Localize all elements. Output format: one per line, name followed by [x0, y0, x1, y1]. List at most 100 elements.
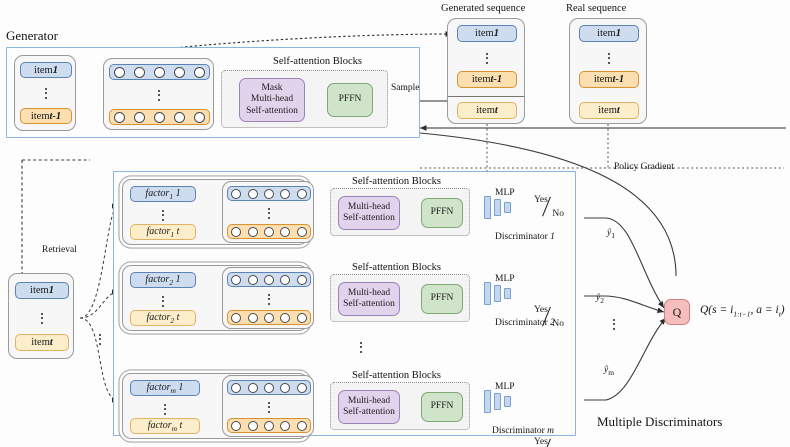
d2-factor-last-text: factor2 t — [146, 311, 180, 325]
embedding-circle — [296, 382, 307, 393]
embedding-circle — [263, 382, 274, 393]
d1-attention-caption: Self-attention Blocks — [352, 176, 441, 187]
generator-input-ellipsis — [42, 85, 50, 101]
generator-embedding-panel — [103, 58, 214, 130]
generator-attention-caption: Self-attention Blocks — [273, 56, 362, 67]
embedding-circle — [193, 66, 205, 78]
generator-input-first-item: item 1 — [20, 62, 72, 78]
dm-pffn-block: PFFN — [421, 392, 463, 422]
generated-seq-divider — [448, 96, 524, 97]
embedding-circle — [280, 382, 291, 393]
d1-yes-label: Yes — [534, 195, 548, 205]
mlp-bar — [504, 395, 511, 407]
embedding-circle — [263, 226, 274, 237]
embedding-circle — [114, 66, 126, 78]
embedding-circle — [296, 274, 307, 285]
mlp-bar — [494, 392, 501, 410]
generator-embedding-row-bottom — [109, 109, 210, 125]
embedding-circle — [247, 188, 258, 199]
d2-mlp-label: MLP — [495, 274, 515, 284]
embedding-circle — [193, 111, 205, 123]
real-seq-ellipsis — [605, 50, 613, 66]
embedding-circle — [263, 274, 274, 285]
d1-mlp-label: MLP — [495, 188, 515, 198]
mlp-bar — [504, 287, 511, 299]
d2-embedding-row-bottom — [227, 310, 311, 325]
user-sequence-box: item 1 item t — [8, 273, 74, 359]
discriminator-m-embedding-panel — [222, 375, 314, 437]
embedding-circle — [114, 111, 126, 123]
user-seq-first-item: item 1 — [15, 282, 69, 299]
embedding-circle — [280, 226, 291, 237]
discriminator-1-embedding-panel — [222, 181, 314, 243]
dm-att-l2: Self-attention — [343, 407, 395, 417]
d2-attention-block-group: Multi-head Self-attention PFFN — [330, 274, 470, 322]
dm-embedding-row-top — [227, 380, 311, 395]
d1-factor-first-text: factor1 1 — [145, 187, 181, 201]
generated-sequence-title: Generated sequence — [441, 3, 526, 14]
dm-factor-last-text: factorm t — [147, 419, 183, 433]
outputs-ellipsis — [610, 315, 618, 333]
d1-factor-last-text: factor1 t — [146, 225, 180, 239]
gen-att-l2: Multi-head — [250, 94, 294, 105]
generator-attention-block-group: Mask Multi-head Self-attention PFFN — [221, 70, 388, 128]
generator-embedding-row-top — [109, 64, 210, 80]
generator-mask-multihead-selfattention-block: Mask Multi-head Self-attention — [239, 78, 305, 122]
discriminator-m-output-label: ŷm — [604, 365, 615, 377]
generated-seq-item-1: item 1 — [457, 25, 517, 42]
gen-att-l3: Self-attention — [246, 105, 298, 116]
d1-pffn-block: PFFN — [421, 198, 463, 228]
discriminator-2-factor-first: factor2 1 — [130, 272, 196, 288]
dm-mlp-label: MLP — [495, 382, 515, 392]
generator-embedding-ellipsis — [155, 87, 163, 103]
embedding-circle — [231, 274, 242, 285]
multiple-discriminators-label: Multiple Discriminators — [597, 414, 723, 429]
embedding-circle — [231, 420, 242, 431]
d1-att-l2: Self-attention — [343, 213, 395, 223]
embedding-circle — [247, 274, 258, 285]
discriminator-1-factor-ellipsis — [159, 208, 167, 222]
dm-mlp-bars — [484, 389, 511, 413]
d2-embedding-ellipsis — [265, 292, 273, 306]
generated-sequence-box: item 1 item t-1 item t — [447, 18, 525, 124]
embedding-circle — [231, 382, 242, 393]
discriminator-1-factor-first: factor1 1 — [130, 186, 196, 202]
d1-attention-block-group: Multi-head Self-attention PFFN — [330, 188, 470, 236]
d1-embedding-row-top — [227, 186, 311, 201]
d1-no-label: No — [552, 209, 564, 219]
discriminator-1-name: Discriminator 1 — [495, 232, 555, 242]
discriminator-m-factor-first: factorm 1 — [130, 380, 200, 396]
embedding-circle — [247, 312, 258, 323]
dm-yes-label: Yes — [534, 437, 548, 447]
discriminator-1-factor-last: factor1 t — [130, 224, 196, 240]
q-reward-node: Q — [664, 299, 690, 325]
embedding-circle — [173, 66, 185, 78]
embedding-circle — [280, 274, 291, 285]
embedding-circle — [263, 312, 274, 323]
discriminator-1-output-label: ŷ1 — [607, 228, 615, 240]
user-seq-fan-ellipsis — [96, 330, 104, 348]
embedding-circle — [231, 312, 242, 323]
sample-label: Sample — [391, 83, 420, 93]
retrieval-label: Retrieval — [42, 245, 77, 255]
d2-yesno-output: Yes No — [534, 305, 564, 329]
discriminator-m-factor-ellipsis — [161, 402, 169, 416]
d2-multihead-selfattention-block: Multi-head Self-attention — [338, 282, 400, 316]
embedding-circle — [263, 188, 274, 199]
mlp-bar — [484, 389, 491, 413]
mlp-bar — [504, 201, 511, 213]
d2-pffn-block: PFFN — [421, 284, 463, 314]
d2-no-label: No — [552, 319, 564, 329]
embedding-circle — [247, 382, 258, 393]
d1-mlp-bars — [484, 195, 511, 219]
d1-att-l1: Multi-head — [347, 201, 391, 212]
d2-yes-label: Yes — [534, 305, 548, 315]
d2-factor-first-text: factor2 1 — [145, 273, 181, 287]
dm-att-l1: Multi-head — [347, 395, 391, 406]
d1-embedding-ellipsis — [265, 206, 273, 220]
embedding-circle — [173, 111, 185, 123]
dm-yesno-output: Yes No — [534, 437, 564, 447]
embedding-circle — [296, 312, 307, 323]
real-seq-item-1: item 1 — [579, 25, 639, 42]
